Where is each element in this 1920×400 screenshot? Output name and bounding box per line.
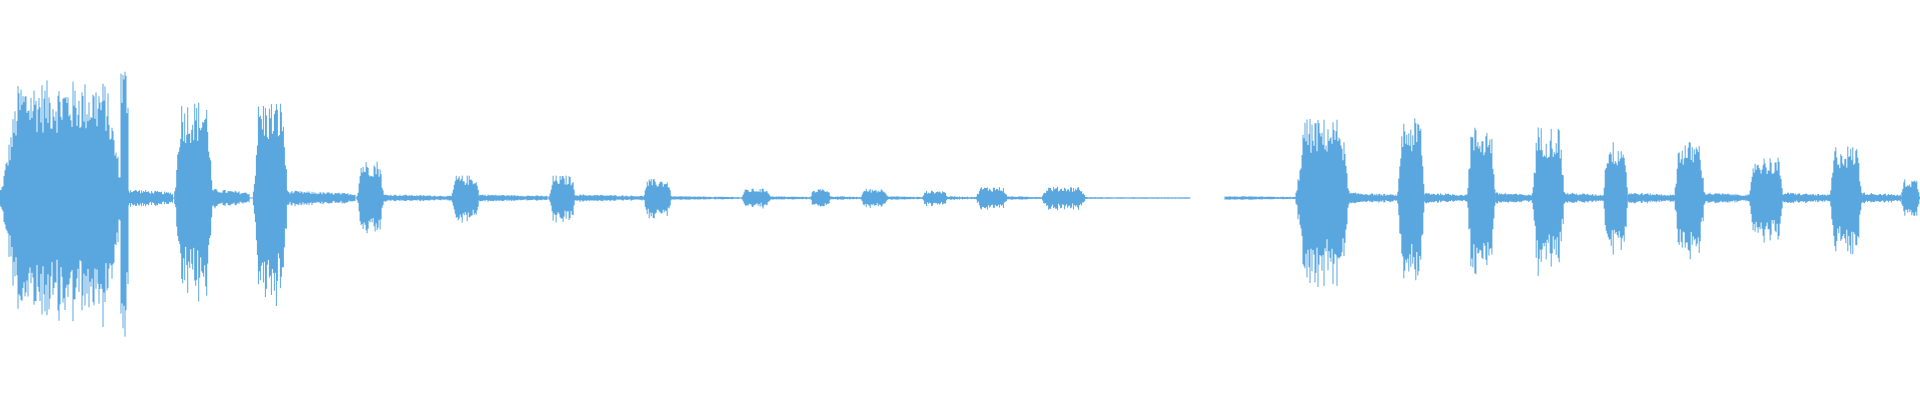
waveform-segment bbox=[1295, 119, 1350, 287]
waveform-segment bbox=[1086, 197, 1191, 199]
waveform-segment bbox=[0, 80, 125, 327]
waveform-segment bbox=[1397, 118, 1425, 281]
waveform-segment bbox=[859, 188, 889, 208]
waveform-segment bbox=[1627, 193, 1675, 204]
waveform-segment bbox=[252, 103, 288, 306]
waveform-segment bbox=[1602, 142, 1628, 255]
waveform-segment bbox=[1564, 192, 1604, 203]
waveform-segment bbox=[450, 175, 480, 223]
waveform-segment bbox=[120, 71, 129, 337]
waveform-segment bbox=[479, 194, 548, 202]
waveform-segment bbox=[948, 196, 975, 200]
waveform-segment bbox=[1224, 196, 1297, 200]
waveform-segment bbox=[1007, 196, 1041, 200]
waveform-segment bbox=[1748, 157, 1784, 243]
waveform-segment bbox=[642, 179, 672, 219]
waveform-segment bbox=[1783, 192, 1831, 204]
waveform-segment bbox=[671, 196, 740, 200]
waveform-segment bbox=[1900, 179, 1920, 216]
waveform-segment bbox=[128, 189, 174, 207]
waveform-segment bbox=[974, 187, 1008, 210]
waveform-segment bbox=[830, 196, 860, 200]
waveform-segment bbox=[1424, 193, 1468, 204]
waveform-segment bbox=[356, 161, 384, 234]
waveform-segment bbox=[740, 188, 772, 209]
waveform-segment bbox=[1861, 192, 1901, 204]
waveform-segment bbox=[1531, 127, 1565, 276]
waveform-segment bbox=[771, 196, 811, 200]
waveform-segment bbox=[888, 196, 922, 200]
waveform-segment bbox=[1466, 127, 1496, 275]
waveform-segment bbox=[1040, 186, 1088, 211]
waveform-segment bbox=[1349, 192, 1399, 204]
waveform-segment bbox=[287, 190, 356, 207]
waveform-segment bbox=[174, 102, 214, 302]
waveform-segment bbox=[212, 189, 250, 209]
waveform-segment bbox=[575, 194, 644, 202]
waveform-segment bbox=[1704, 192, 1750, 204]
waveform-segment bbox=[1495, 192, 1533, 204]
waveform-segment bbox=[1829, 146, 1863, 255]
waveform-segment bbox=[548, 175, 576, 223]
waveform-segment bbox=[383, 194, 452, 202]
waveform-bars bbox=[0, 71, 1920, 337]
waveform-segment bbox=[921, 190, 949, 207]
waveform-segment bbox=[1673, 142, 1705, 260]
waveform-segment bbox=[809, 189, 832, 207]
